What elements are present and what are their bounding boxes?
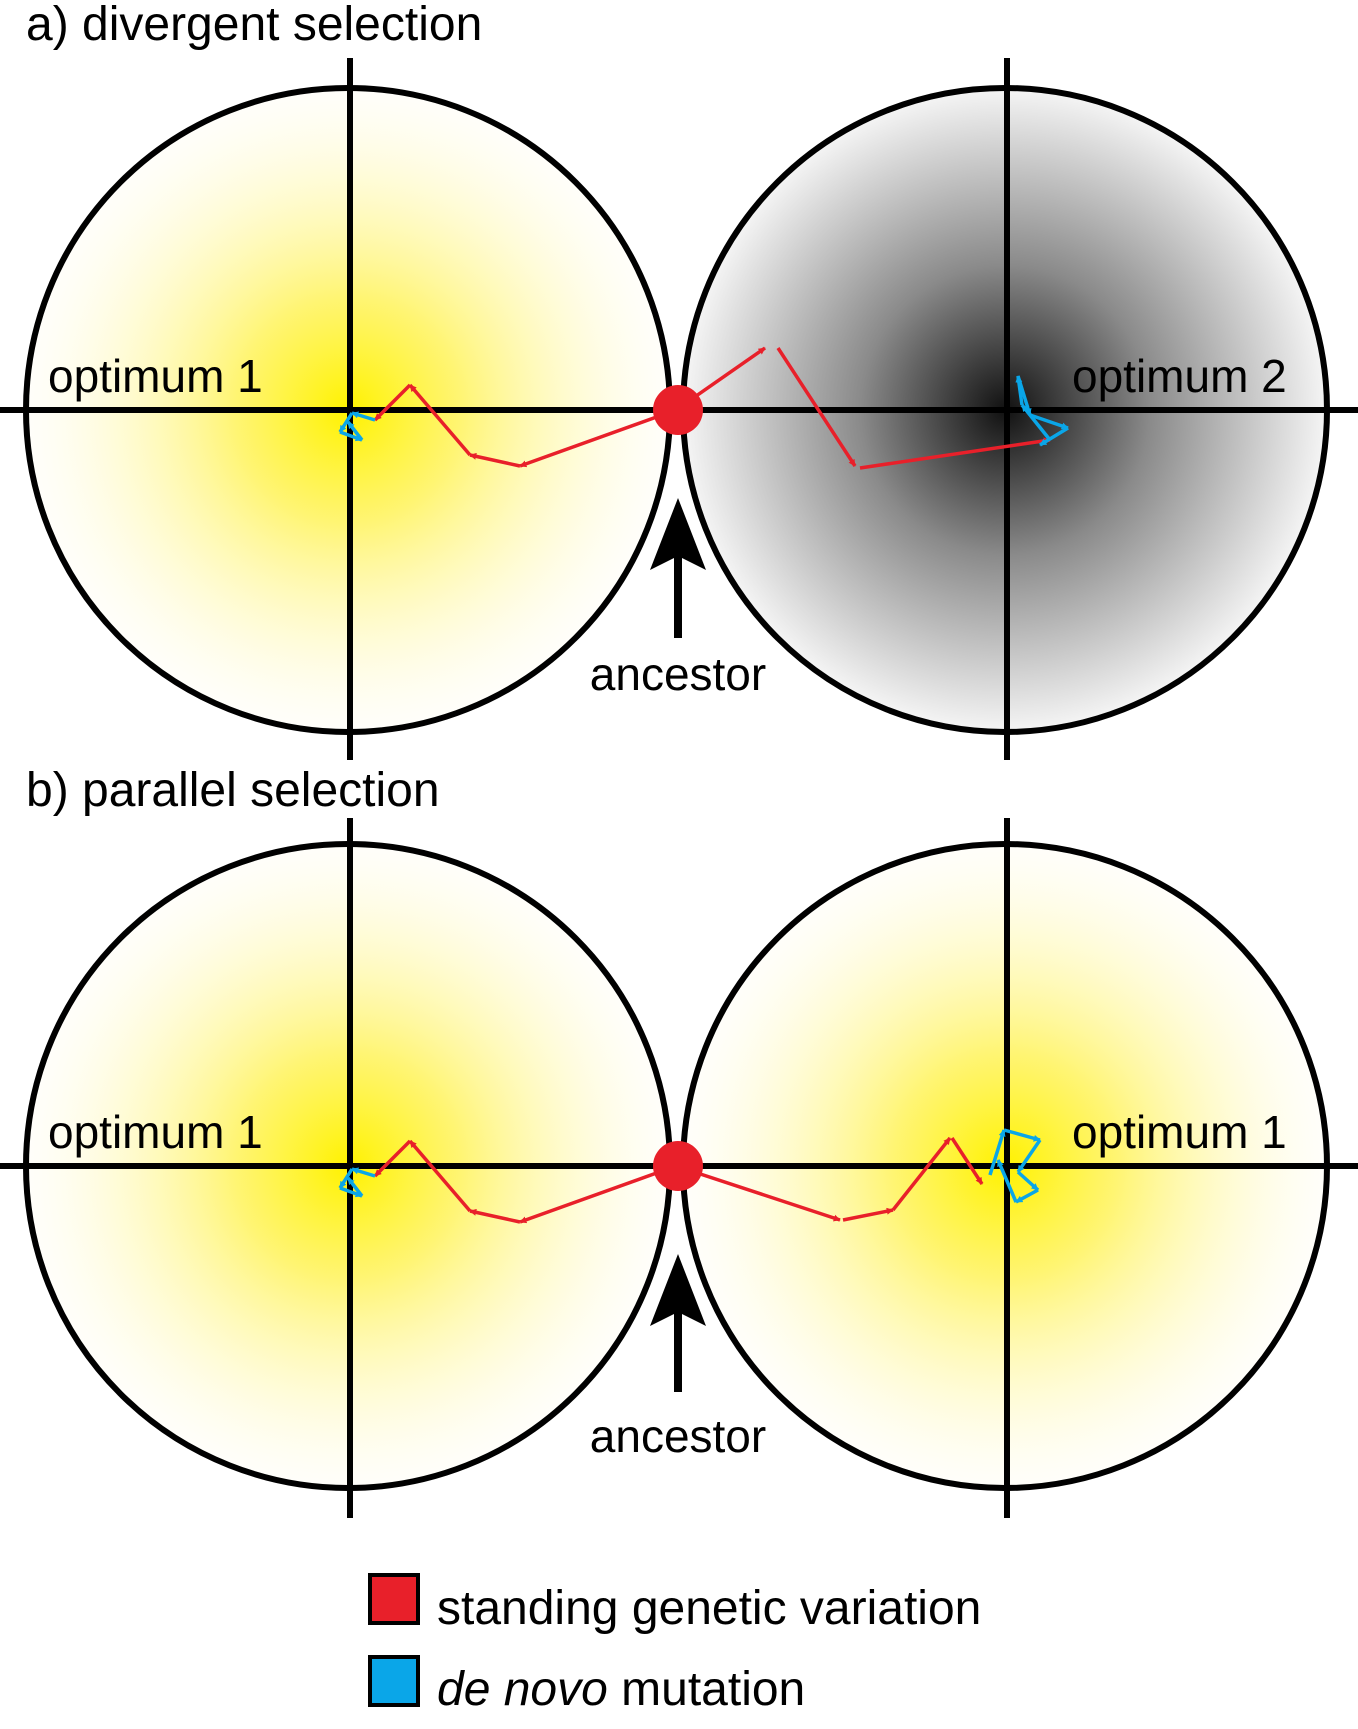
legend: standing genetic variation de novo mutat… — [368, 1573, 981, 1716]
panel-a-ancestor-arrow — [650, 498, 706, 638]
panel-a-denovo-path-left — [338, 411, 376, 442]
panel-a-right-optimum-label: optimum 2 — [1072, 350, 1287, 402]
panel-b-denovo-path-left — [338, 1167, 376, 1198]
legend-standing-swatch — [368, 1573, 420, 1625]
panel-b-ancestor-label: ancestor — [590, 1410, 766, 1462]
legend-denovo-rest: mutation — [608, 1663, 805, 1716]
panel-b-title: b) parallel selection — [26, 764, 440, 817]
panel-a-standing-path-left — [373, 383, 677, 468]
panel-b-right-optimum-label: optimum 1 — [1072, 1106, 1287, 1158]
panel-a-ancestor-label: ancestor — [590, 648, 766, 700]
panel-b: b) parallel selection optimum 1 optimum … — [0, 764, 1358, 1518]
panel-a-denovo-path-right — [1015, 375, 1069, 447]
panel-a-title: a) divergent selection — [26, 0, 482, 51]
panel-a-left-optimum-label: optimum 1 — [48, 350, 263, 402]
panel-a: a) divergent selection optimum 1 optimum… — [0, 0, 1358, 760]
panel-b-ancestor-dot — [653, 1141, 703, 1191]
panel-b-standing-path-right — [675, 1136, 984, 1222]
panel-b-standing-path-left — [373, 1139, 677, 1224]
legend-denovo-label: de novo mutation — [437, 1663, 805, 1716]
legend-denovo-italic: de novo — [437, 1663, 608, 1716]
panel-a-ancestor-dot — [653, 385, 703, 435]
panel-b-ancestor-arrow — [650, 1254, 706, 1392]
panel-b-denovo-path-right — [988, 1128, 1042, 1204]
legend-denovo-swatch — [368, 1655, 420, 1707]
panel-b-left-optimum-label: optimum 1 — [48, 1106, 263, 1158]
legend-standing-label: standing genetic variation — [437, 1582, 981, 1635]
